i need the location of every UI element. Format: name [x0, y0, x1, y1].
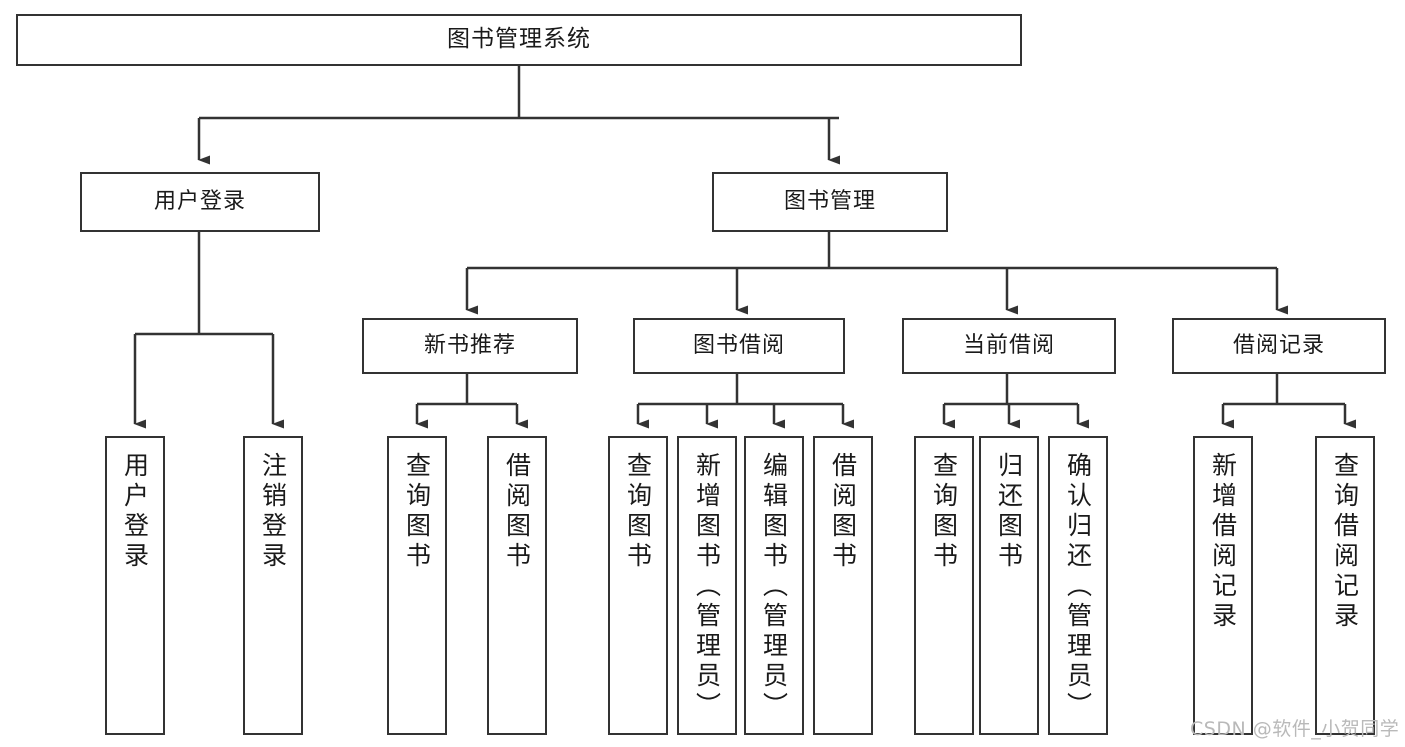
node-current-borrow[interactable]: 当前借阅: [902, 318, 1116, 374]
leaf-confirm-return-admin[interactable]: 确认归还（管理员）: [1048, 436, 1108, 735]
node-label: 查询图书: [402, 452, 432, 572]
node-label: 借阅记录: [1232, 333, 1325, 359]
node-label: 用户登录: [153, 189, 246, 215]
watermark-text: CSDN @软件_小贺同学: [1190, 718, 1400, 740]
node-label: 图书借阅: [692, 333, 785, 359]
node-label: 查询图书: [929, 452, 959, 572]
leaf-add-borrow-record[interactable]: 新增借阅记录: [1193, 436, 1253, 735]
node-root-book-management-system[interactable]: 图书管理系统: [16, 14, 1022, 66]
node-book-management[interactable]: 图书管理: [712, 172, 948, 232]
node-label: 图书管理系统: [447, 26, 591, 53]
leaf-borrow-book[interactable]: 借阅图书: [813, 436, 873, 735]
node-label: 新书推荐: [423, 333, 516, 359]
leaf-return-book[interactable]: 归还图书: [979, 436, 1039, 735]
node-label: 借阅图书: [502, 452, 532, 572]
node-label: 新增借阅记录: [1208, 452, 1238, 632]
leaf-edit-book-admin[interactable]: 编辑图书（管理员）: [744, 436, 804, 735]
node-new-book-recommend[interactable]: 新书推荐: [362, 318, 578, 374]
leaf-query-book-current[interactable]: 查询图书: [914, 436, 974, 735]
node-label: 当前借阅: [962, 333, 1055, 359]
node-label: 用户登录: [120, 452, 150, 572]
node-label: 归还图书: [994, 452, 1024, 572]
leaf-add-book-admin[interactable]: 新增图书（管理员）: [677, 436, 737, 735]
node-label: 编辑图书（管理员）: [759, 452, 789, 722]
leaf-borrow-book-recommend[interactable]: 借阅图书: [487, 436, 547, 735]
node-label: 查询借阅记录: [1330, 452, 1360, 632]
node-label: 借阅图书: [828, 452, 858, 572]
leaf-query-book-borrow[interactable]: 查询图书: [608, 436, 668, 735]
leaf-query-borrow-record[interactable]: 查询借阅记录: [1315, 436, 1375, 735]
node-label: 图书管理: [783, 189, 876, 215]
node-borrow-record[interactable]: 借阅记录: [1172, 318, 1386, 374]
leaf-logout[interactable]: 注销登录: [243, 436, 303, 735]
node-label: 查询图书: [623, 452, 653, 572]
leaf-query-book-recommend[interactable]: 查询图书: [387, 436, 447, 735]
leaf-user-login[interactable]: 用户登录: [105, 436, 165, 735]
node-label: 确认归还（管理员）: [1063, 452, 1093, 722]
node-label: 新增图书（管理员）: [692, 452, 722, 722]
node-label: 注销登录: [258, 452, 288, 572]
node-user-login[interactable]: 用户登录: [80, 172, 320, 232]
node-book-borrow[interactable]: 图书借阅: [633, 318, 845, 374]
